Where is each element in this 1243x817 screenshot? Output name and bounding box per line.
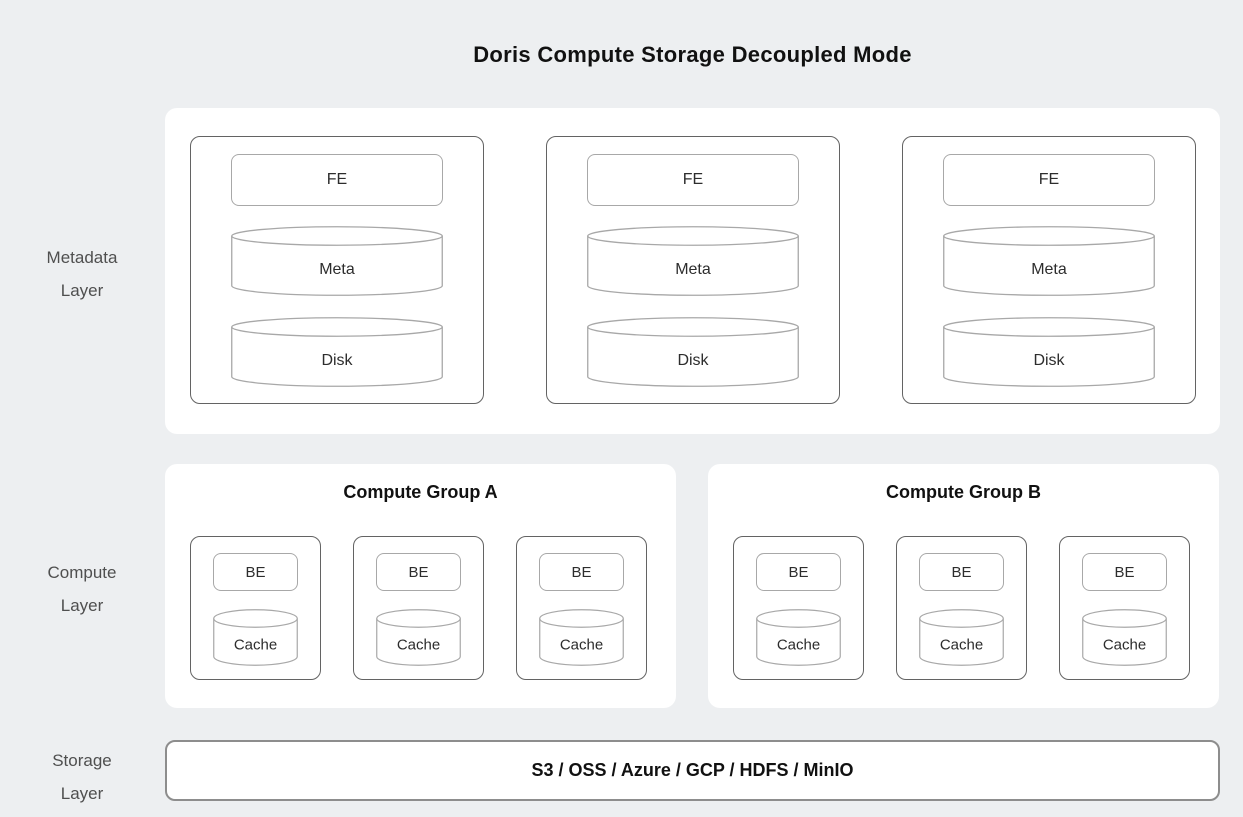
disk-label: Disk (677, 352, 709, 370)
disk-database-cylinder: Disk (587, 317, 799, 387)
fe-node-3: FE Meta Disk (902, 136, 1196, 404)
disk-database-cylinder: Disk (943, 317, 1155, 387)
metadata-layer-panel: FE Meta Disk FE (165, 108, 1220, 434)
cache-label: Cache (939, 636, 984, 654)
be-node-b1: BE Cache (733, 536, 864, 680)
database-cylinder-icon (943, 226, 1155, 296)
database-cylinder-icon (231, 317, 443, 387)
meta-label: Meta (1031, 261, 1067, 279)
compute-group-b-title: Compute Group B (886, 482, 1041, 502)
fe-box: FE (231, 154, 443, 206)
disk-label: Disk (321, 352, 353, 370)
be-box: BE (919, 553, 1004, 591)
cache-database-cylinder: Cache (1082, 609, 1167, 666)
database-cylinder-icon (213, 609, 298, 666)
disk-database-cylinder: Disk (231, 317, 443, 387)
database-cylinder-icon (587, 317, 799, 387)
database-cylinder-icon (587, 226, 799, 296)
compute-layer-label-line1: Compute (47, 563, 117, 582)
cache-database-cylinder: Cache (539, 609, 624, 666)
cache-database-cylinder: Cache (213, 609, 298, 666)
cache-database-cylinder: Cache (376, 609, 461, 666)
database-cylinder-icon (756, 609, 841, 666)
cache-label: Cache (1102, 636, 1147, 654)
compute-group-a-title: Compute Group A (343, 482, 498, 502)
storage-services-box: S3 / OSS / Azure / GCP / HDFS / MinIO (165, 740, 1220, 801)
be-box: BE (756, 553, 841, 591)
be-node-a3: BE Cache (516, 536, 647, 680)
cache-label: Cache (776, 636, 821, 654)
meta-database-cylinder: Meta (231, 226, 443, 296)
be-box: BE (539, 553, 624, 591)
metadata-layer-label-line1: Metadata (46, 248, 118, 267)
storage-layer-label-line1: Storage (52, 751, 112, 770)
database-cylinder-icon (1082, 609, 1167, 666)
diagram-title: Doris Compute Storage Decoupled Mode (473, 42, 912, 67)
compute-group-a-node-row: BE Cache BE Cache (190, 536, 647, 680)
be-box: BE (1082, 553, 1167, 591)
database-cylinder-icon (231, 226, 443, 296)
cache-label: Cache (233, 636, 278, 654)
metadata-layer-label: Metadata Layer (0, 241, 164, 307)
metadata-layer-label-line2: Layer (60, 281, 104, 300)
database-cylinder-icon (376, 609, 461, 666)
cache-database-cylinder: Cache (919, 609, 1004, 666)
cache-label: Cache (396, 636, 441, 654)
database-cylinder-icon (539, 609, 624, 666)
compute-group-a-panel: Compute Group A BE Cache BE (165, 464, 676, 708)
meta-label: Meta (675, 261, 711, 279)
be-node-b3: BE Cache (1059, 536, 1190, 680)
cache-database-cylinder: Cache (756, 609, 841, 666)
be-box: BE (213, 553, 298, 591)
database-cylinder-icon (919, 609, 1004, 666)
storage-layer-label-line2: Layer (60, 784, 104, 803)
compute-group-b-panel: Compute Group B BE Cache BE (708, 464, 1219, 708)
fe-box: FE (943, 154, 1155, 206)
be-box: BE (376, 553, 461, 591)
fe-node-1: FE Meta Disk (190, 136, 484, 404)
compute-layer-label-line2: Layer (60, 596, 104, 615)
be-node-a2: BE Cache (353, 536, 484, 680)
compute-layer-label: Compute Layer (0, 556, 164, 622)
fe-box: FE (587, 154, 799, 206)
meta-label: Meta (319, 261, 355, 279)
fe-node-2: FE Meta Disk (546, 136, 840, 404)
be-node-b2: BE Cache (896, 536, 1027, 680)
database-cylinder-icon (943, 317, 1155, 387)
storage-services-text: S3 / OSS / Azure / GCP / HDFS / MinIO (531, 760, 854, 780)
metadata-node-row: FE Meta Disk FE (190, 136, 1196, 404)
meta-database-cylinder: Meta (943, 226, 1155, 296)
disk-label: Disk (1033, 352, 1065, 370)
cache-label: Cache (559, 636, 604, 654)
compute-group-b-node-row: BE Cache BE Cache (733, 536, 1190, 680)
meta-database-cylinder: Meta (587, 226, 799, 296)
be-node-a1: BE Cache (190, 536, 321, 680)
storage-layer-label: Storage Layer (0, 744, 164, 810)
